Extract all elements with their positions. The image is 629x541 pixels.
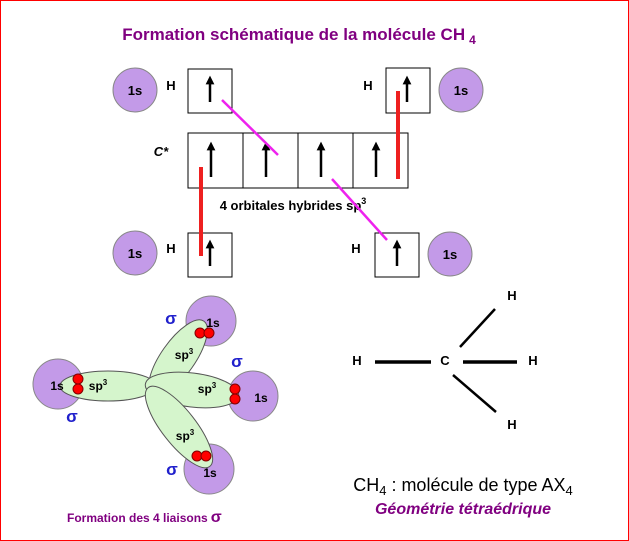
- sigma-caption-text: Formation des 4 liaisons: [67, 511, 208, 525]
- h1-orbital-label: 1s: [128, 83, 142, 98]
- h4-symbol: H: [351, 241, 360, 256]
- h3-orbital-label: 1s: [128, 246, 142, 261]
- sigma-h-right-label: 1s: [254, 391, 268, 405]
- carbon-label: C*: [154, 144, 169, 159]
- link-h1-carbon-2: [221, 99, 279, 156]
- sigma-symbol-bottom: σ: [166, 460, 178, 479]
- h2-orbital-1s: [438, 67, 484, 113]
- page-title: Formation schématique de la molécule CH 4: [122, 25, 476, 47]
- molecule-formula: CH: [353, 475, 379, 495]
- molecule-formula-subscript: 4: [379, 483, 386, 498]
- h1-orbital-1s: [112, 67, 158, 113]
- molecule-type-text: : molécule de type AX: [386, 475, 565, 495]
- sp3-base: sp: [198, 382, 212, 396]
- sp3-lobe-bottom: [144, 385, 214, 469]
- sp3-label-right: sp3: [198, 381, 217, 396]
- h2-symbol: H: [363, 78, 372, 93]
- sp3-label-left: sp3: [89, 378, 108, 393]
- h2-orbital-label: 1s: [454, 83, 468, 98]
- hybrid-caption-text: 4 orbitales hybrides sp: [220, 198, 362, 213]
- h4-orbital-label: 1s: [443, 247, 457, 262]
- sigma-h-top-label: 1s: [206, 316, 220, 330]
- carbon-orbital-box-2: [242, 132, 299, 189]
- carbon-orbital-box-1: [187, 132, 244, 189]
- sp3-base: sp: [176, 429, 190, 443]
- sp3-sup: 3: [189, 347, 194, 356]
- h4-orbital-1s: [427, 231, 473, 277]
- electron-dot: [200, 450, 212, 462]
- molecule-type-subscript: 4: [566, 483, 573, 498]
- sigma-caption-symbol: σ: [211, 509, 222, 526]
- sp3-sup: 3: [190, 428, 195, 437]
- sp3-base: sp: [175, 348, 189, 362]
- sp3-sup: 3: [103, 378, 108, 387]
- h3-symbol: H: [166, 241, 175, 256]
- structure-center-atom: C: [440, 353, 450, 368]
- carbon-orbital-box-3: [297, 132, 354, 189]
- bond-bottom: [452, 374, 497, 413]
- sp3-label-bottom: sp3: [176, 428, 195, 443]
- bond-top: [459, 308, 496, 348]
- sp3-label-top: sp3: [175, 347, 194, 362]
- title-main: Formation schématique de la molécule CH: [122, 25, 465, 44]
- molecule-caption: CH4 : molécule de type AX4: [353, 475, 573, 498]
- structure-h-bottom: H: [507, 417, 516, 432]
- sigma-h-left-label: 1s: [50, 379, 64, 393]
- sigma-h-bottom-label: 1s: [203, 466, 217, 480]
- title-subscript: 4: [469, 33, 476, 47]
- structure-h-right: H: [528, 353, 537, 368]
- electron-dot: [72, 383, 84, 395]
- structure-h-left: H: [352, 353, 361, 368]
- electron-dot: [229, 383, 241, 395]
- sigma-symbol-left: σ: [66, 407, 78, 426]
- h3-orbital-1s: [112, 230, 158, 276]
- sp3-sup: 3: [212, 381, 217, 390]
- geometry-caption: Géométrie tétraédrique: [375, 501, 551, 518]
- electron-dot: [72, 373, 84, 385]
- structure-h-top: H: [507, 288, 516, 303]
- sigma-symbol-right: σ: [231, 352, 243, 371]
- hybrid-caption: 4 orbitales hybrides sp3: [220, 196, 367, 213]
- sp3-base: sp: [89, 379, 103, 393]
- electron-dot: [229, 393, 241, 405]
- h1-symbol: H: [166, 78, 175, 93]
- hybrid-caption-sup: 3: [361, 196, 366, 206]
- electron-dot: [203, 327, 215, 339]
- sigma-symbol-top: σ: [165, 309, 177, 328]
- link-h4-carbon-3: [331, 178, 388, 241]
